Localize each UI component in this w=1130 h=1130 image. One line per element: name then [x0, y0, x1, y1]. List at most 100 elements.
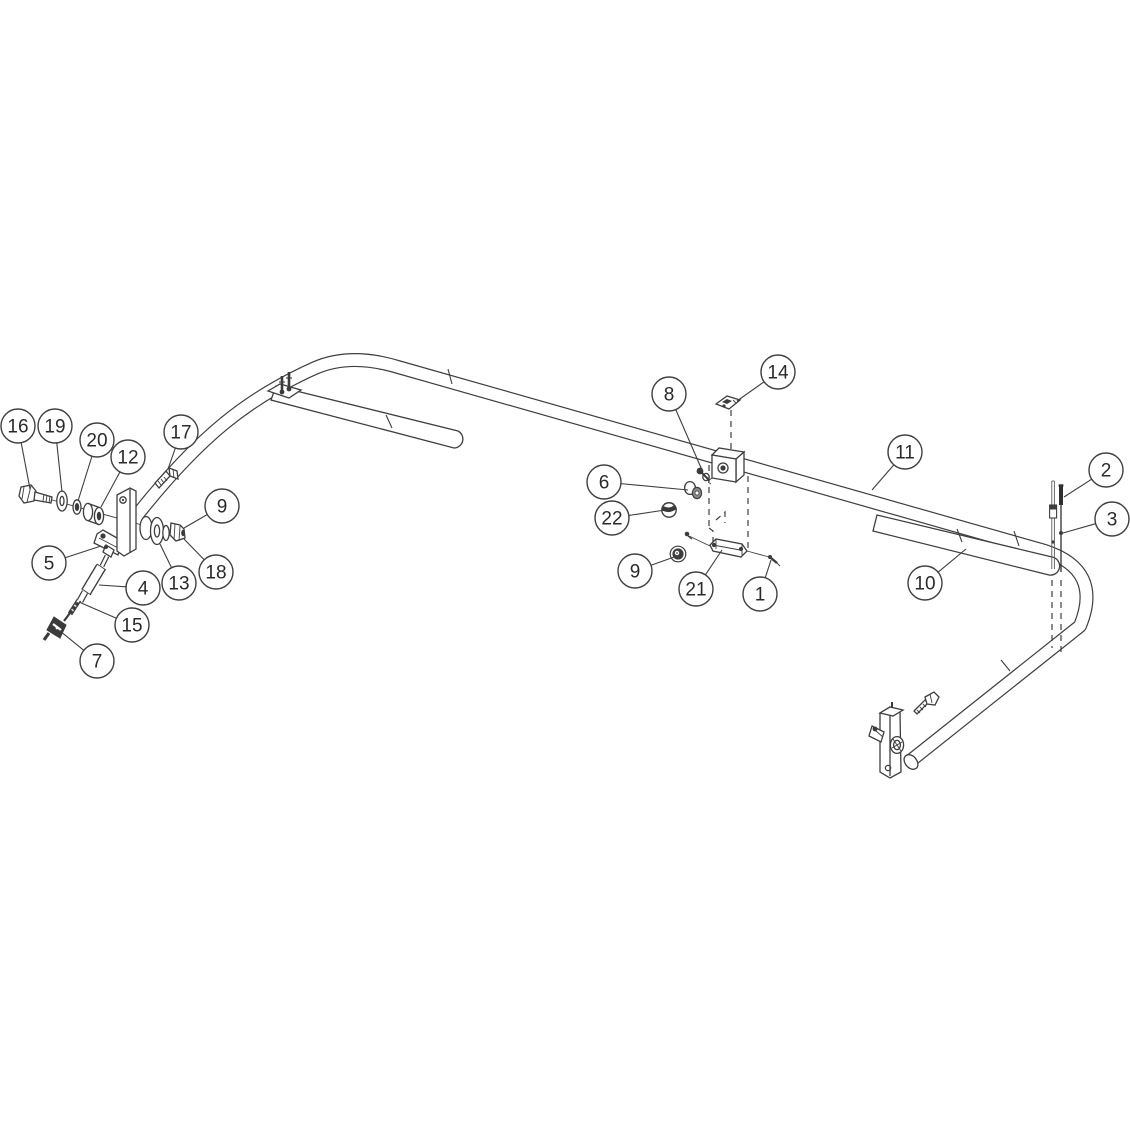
cap-22 — [661, 502, 677, 518]
mount-pins — [279, 372, 292, 395]
hidden-outline-dashed — [708, 410, 749, 549]
washer-small — [162, 524, 170, 542]
callout-number-4: 4 — [138, 579, 149, 600]
leader-line-3 — [1062, 523, 1096, 534]
left-bracket-assembly — [93, 487, 186, 557]
callout-balloon-2 — [1088, 452, 1124, 488]
callout-balloon-14 — [760, 354, 796, 390]
callout-number-12: 12 — [117, 448, 138, 469]
callout-number-1: 1 — [755, 585, 766, 606]
leader-line-8 — [675, 409, 703, 471]
callout-balloon-19 — [37, 408, 73, 444]
flat-washer-19 — [56, 490, 68, 512]
right-pins — [1049, 480, 1064, 652]
leader-line-18 — [183, 538, 205, 561]
leader-line-9 — [183, 514, 208, 529]
pin-2 — [1058, 484, 1064, 572]
hex-bolt-16 — [18, 484, 53, 504]
callout-balloon-22 — [594, 500, 630, 536]
callout-number-2: 2 — [1101, 461, 1112, 482]
leader-line-9 — [650, 555, 678, 566]
callout-balloon-1 — [742, 576, 778, 612]
callout-balloon-10 — [907, 565, 943, 601]
callout-number-15: 15 — [121, 616, 142, 637]
callout-number-14: 14 — [767, 363, 789, 384]
leader-line-17 — [167, 447, 176, 470]
callout-number-20: 20 — [86, 431, 107, 452]
saddle-bracket-21 — [709, 538, 748, 558]
leader-line-15 — [78, 601, 117, 619]
lower-left-linkage — [42, 544, 115, 641]
leader-line-11 — [871, 464, 895, 491]
leader-line-20 — [77, 456, 93, 502]
callout-balloon-6 — [586, 464, 622, 500]
right-strap-part10 — [872, 514, 1061, 576]
leader-line-1 — [764, 559, 772, 578]
leader-line-16 — [20, 442, 31, 490]
left-strap — [266, 372, 464, 449]
leader-line-13 — [159, 543, 173, 568]
leader-line-2 — [1063, 478, 1092, 498]
spacer-12 — [82, 502, 105, 526]
nut-9-middle — [669, 545, 687, 563]
callout-balloon-20 — [79, 422, 115, 458]
callout-balloon-4 — [125, 570, 161, 606]
callout-balloon-12 — [110, 439, 146, 475]
callout-balloon-13 — [161, 565, 197, 601]
callout-balloon-5 — [31, 545, 67, 581]
callout-number-9: 9 — [217, 497, 228, 518]
hex-bolt-17 — [154, 467, 179, 489]
leader-line-6 — [620, 483, 689, 491]
callout-balloon-7 — [79, 643, 115, 679]
leader-line-19 — [56, 442, 63, 493]
pin-3 — [1049, 480, 1058, 569]
main-tube — [132, 353, 1094, 770]
screw-1 — [768, 555, 781, 567]
callout-balloon-9 — [617, 553, 653, 589]
callout-balloon-17 — [163, 414, 199, 450]
callout-balloon-21 — [678, 571, 714, 607]
hub-disc — [889, 735, 905, 755]
middle-clamp-assembly — [661, 395, 781, 567]
leader-line-5 — [64, 545, 102, 559]
end-fitting-7 — [42, 616, 67, 641]
callout-number-11: 11 — [895, 443, 915, 464]
leader-line-14 — [736, 381, 765, 402]
hex-nut-18 — [169, 522, 186, 542]
callout-number-13: 13 — [168, 574, 189, 595]
clevis — [868, 725, 885, 743]
callout-balloon-18 — [198, 554, 234, 590]
callout-number-6: 6 — [599, 473, 610, 494]
cylinder-4 — [76, 563, 107, 603]
strap-mount-plate — [266, 383, 303, 399]
callout-balloon-15 — [114, 607, 150, 643]
callout-balloon-3 — [1094, 501, 1130, 537]
callout-balloon-11 — [887, 434, 923, 470]
leader-line-12 — [100, 471, 121, 508]
washer-13 — [149, 516, 165, 546]
retainer-clip-14 — [714, 395, 742, 410]
callout-balloon-16 — [0, 408, 36, 444]
callout-balloon-9 — [204, 488, 240, 524]
leader-line-21 — [704, 549, 723, 576]
callout-balloon-8 — [651, 376, 687, 412]
threaded-link-15 — [67, 598, 82, 616]
pin-fastener — [684, 531, 693, 540]
bushing-6 — [683, 480, 703, 500]
leader-line-4 — [98, 584, 127, 588]
callout-number-22: 22 — [601, 509, 622, 530]
leader-line-22 — [628, 509, 666, 517]
callout-number-19: 19 — [44, 417, 65, 438]
callout-number-18: 18 — [205, 563, 226, 584]
bracket-bolt — [913, 691, 940, 715]
callout-number-10: 10 — [914, 574, 935, 595]
left-fastener-stack — [18, 467, 179, 526]
callout-number-9: 9 — [630, 562, 641, 583]
leader-line-7 — [59, 630, 85, 651]
leader-line-10 — [937, 548, 967, 573]
callout-number-7: 7 — [92, 652, 103, 673]
bottom-right-bracket — [868, 691, 940, 779]
